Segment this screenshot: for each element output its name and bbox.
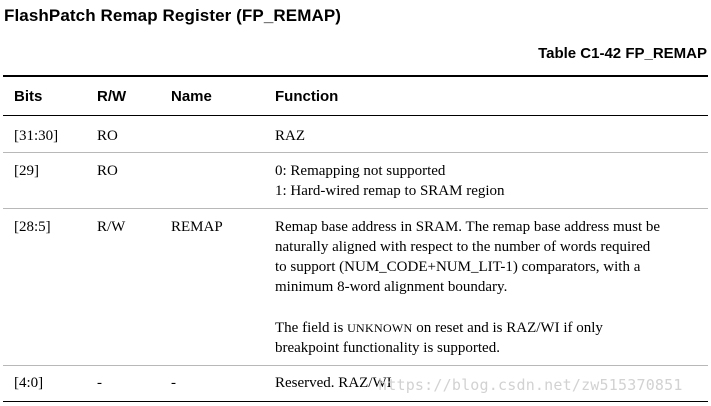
cell-function: RAZ — [275, 128, 305, 144]
cell-rw: RO — [97, 163, 118, 179]
cell-bits: [31:30] — [14, 128, 59, 144]
row-divider — [3, 152, 708, 153]
cell-rw: R/W — [97, 219, 126, 235]
cell-function-line: minimum 8-word alignment boundary. — [275, 279, 508, 295]
cell-bits: [28:5] — [14, 219, 51, 235]
table-caption: Table C1-42 FP_REMAP — [538, 45, 707, 62]
cell-rw: RO — [97, 128, 118, 144]
note-suffix: on reset and is RAZ/WI if only — [412, 320, 603, 336]
row-divider — [3, 365, 708, 366]
watermark-text: https://blog.csdn.net/zw515370851 — [378, 376, 683, 394]
cell-name: REMAP — [171, 219, 223, 235]
cell-function-line: 1: Hard-wired remap to SRAM region — [275, 183, 505, 199]
section-title: FlashPatch Remap Register (FP_REMAP) — [4, 6, 342, 25]
table-top-rule — [3, 75, 708, 77]
note-prefix: The field is — [275, 320, 348, 336]
cell-bits: [29] — [14, 163, 39, 179]
header-rw: R/W — [97, 88, 127, 105]
cell-bits: [4:0] — [14, 375, 44, 391]
row-divider — [3, 208, 708, 209]
cell-function-line: naturally aligned with respect to the nu… — [275, 239, 651, 255]
cell-function-note-line: breakpoint functionality is supported. — [275, 340, 500, 356]
cell-name: - — [171, 375, 176, 391]
table-bottom-rule — [3, 401, 708, 402]
header-name: Name — [171, 88, 212, 105]
cell-function-line: to support (NUM_CODE+NUM_LIT-1) comparat… — [275, 259, 641, 275]
cell-function-note: The field is UNKNOWN on reset and is RAZ… — [275, 318, 603, 338]
header-function: Function — [275, 88, 339, 105]
header-bits: Bits — [14, 88, 43, 105]
header-bottom-rule — [3, 115, 708, 116]
cell-function: Reserved. RAZ/WI — [275, 375, 392, 391]
cell-function-line: Remap base address in SRAM. The remap ba… — [275, 219, 661, 235]
cell-rw: - — [97, 375, 102, 391]
note-smallcaps: UNKNOWN — [347, 321, 413, 335]
cell-function-line: 0: Remapping not supported — [275, 163, 446, 179]
